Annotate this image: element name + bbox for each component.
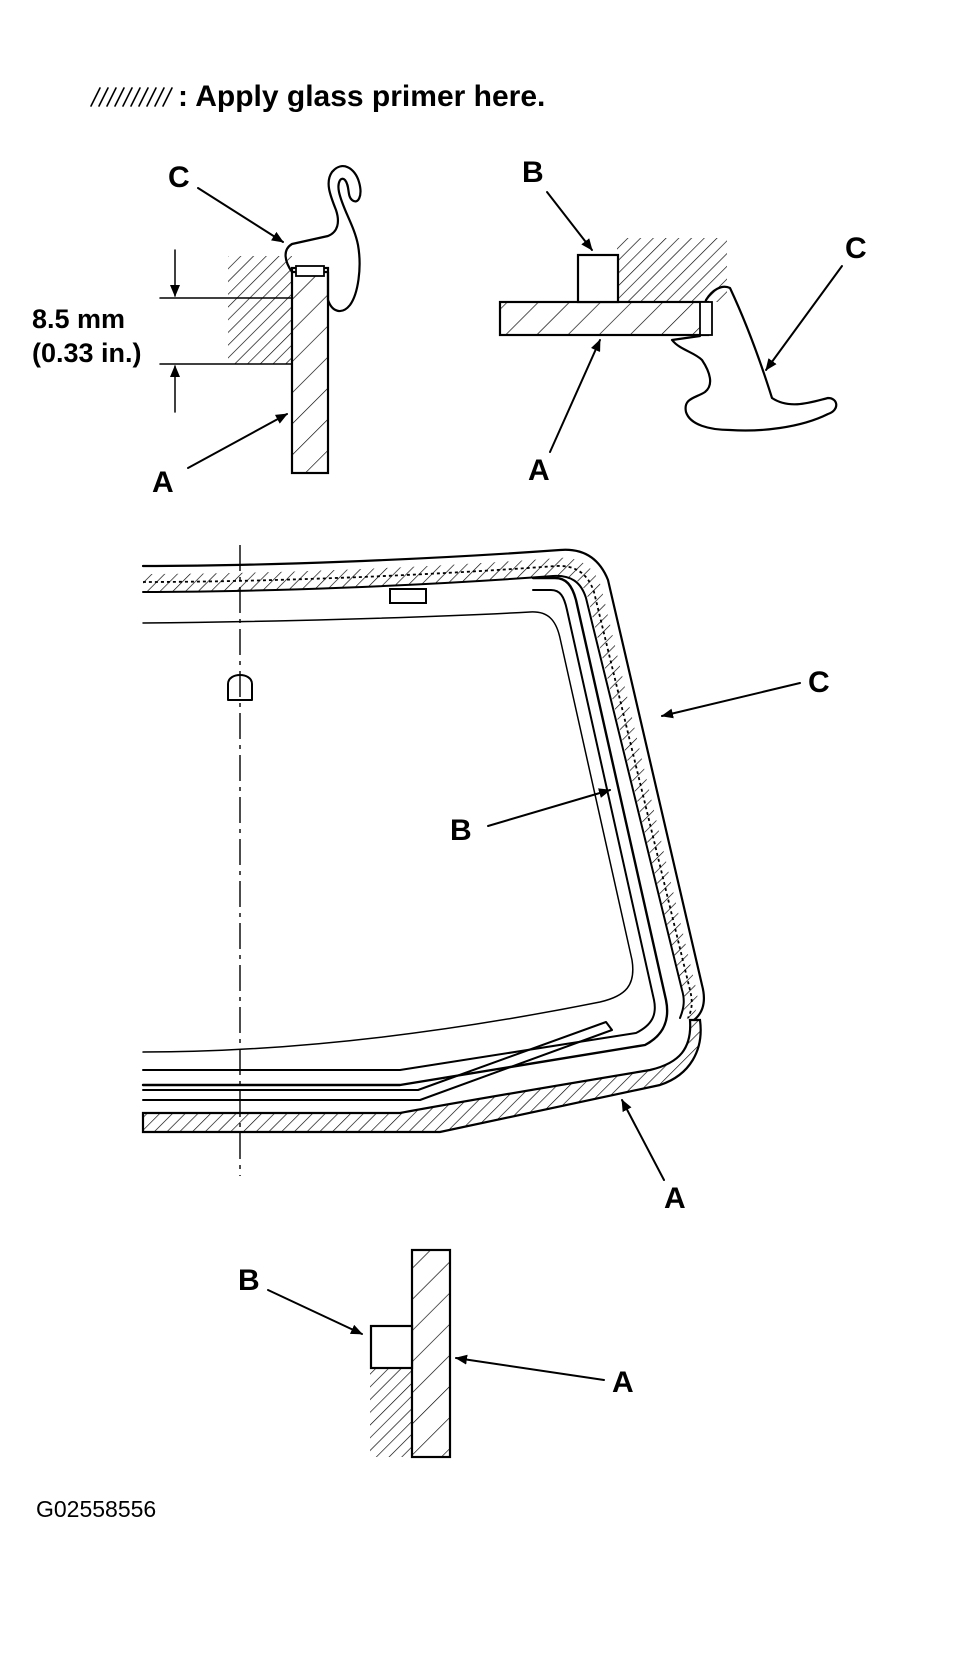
molding-lip <box>699 301 713 336</box>
spacer-b <box>369 1324 414 1370</box>
windshield-overview: C B A <box>141 545 830 1215</box>
glass-edge-a <box>290 266 330 475</box>
primer-band-inner <box>142 574 685 1019</box>
primer-hatch-area <box>228 256 292 364</box>
spacer-b-line <box>141 576 669 1087</box>
glass-inner-area <box>142 611 634 1053</box>
callout-arrow-c <box>661 682 801 719</box>
primer-band-top-right <box>143 557 698 1019</box>
callout-arrow-b <box>267 1289 363 1335</box>
callout-label-a: A <box>152 466 174 499</box>
molding-lip <box>295 265 325 277</box>
dimension-inch: (0.33 in.) <box>32 338 142 368</box>
primer-hatch-area <box>370 1367 412 1457</box>
detail-top-left-section: 8.5 mm (0.33 in.) C A <box>32 161 362 499</box>
figure-id: G02558556 <box>36 1496 156 1522</box>
callout-arrow-b <box>487 788 611 827</box>
callout-label-a: A <box>664 1182 686 1215</box>
detail-bottom-section: B A <box>238 1248 634 1459</box>
molding-c-outline <box>141 548 705 1022</box>
callout-arrow-a <box>455 1354 605 1381</box>
callout-label-c: C <box>845 232 867 265</box>
callout-arrow-c <box>197 187 284 243</box>
glass-edge-a <box>410 1248 452 1459</box>
glass-edge-line <box>142 589 656 1071</box>
rearview-mirror-icon <box>227 674 253 701</box>
spacer-b <box>576 253 620 304</box>
top-spacer-tab <box>389 588 427 604</box>
callout-label-b: B <box>522 156 544 189</box>
primer-band-bottom <box>141 1018 702 1134</box>
callout-arrow-b <box>546 191 593 251</box>
callout-arrow-c <box>765 265 843 371</box>
callout-label-b: B <box>450 814 472 847</box>
glass-edge-a <box>498 300 710 337</box>
callout-arrow-a <box>549 339 601 453</box>
legend: : Apply glass primer here. <box>90 80 545 113</box>
primer-hatch-area <box>617 238 727 302</box>
molding-c <box>670 285 838 432</box>
callout-label-b: B <box>238 1264 260 1297</box>
callout-arrow-a <box>187 413 288 469</box>
detail-top-right-section: B C A <box>498 156 867 487</box>
legend-text: : Apply glass primer here. <box>178 80 545 113</box>
callout-arrow-a <box>621 1099 665 1181</box>
primer-hatch-swatch <box>90 87 173 107</box>
callout-label-a: A <box>528 454 550 487</box>
callout-label-c: C <box>808 666 830 699</box>
molding-c <box>284 165 362 313</box>
callout-label-c: C <box>168 161 190 194</box>
dimension-mm: 8.5 mm <box>32 304 125 334</box>
callout-label-a: A <box>612 1366 634 1399</box>
lower-seal-strip <box>142 1021 613 1101</box>
